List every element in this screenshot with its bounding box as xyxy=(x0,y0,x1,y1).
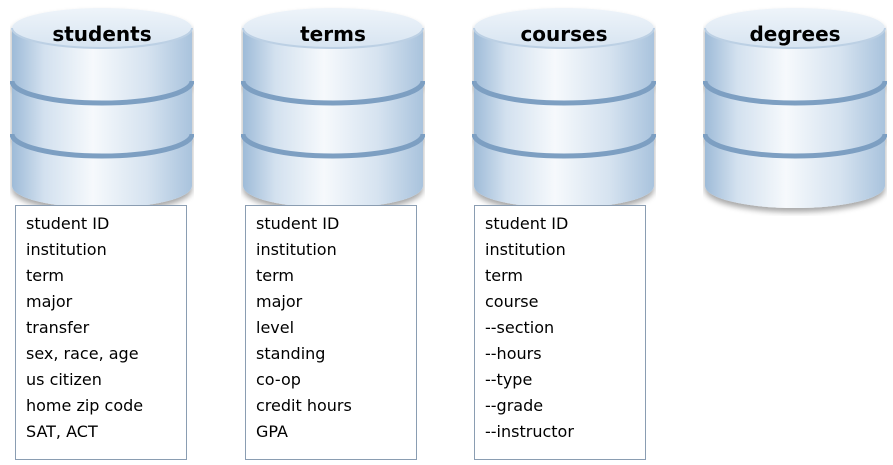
database-title: degrees xyxy=(749,22,841,46)
field-item: --grade xyxy=(485,396,544,415)
field-item: student ID xyxy=(26,214,110,233)
field-item: standing xyxy=(256,344,326,363)
field-item: credit hours xyxy=(256,396,352,415)
field-item: --section xyxy=(485,318,555,337)
fields-box-students: student ID institution term major transf… xyxy=(15,205,187,460)
field-item: --type xyxy=(485,370,533,389)
database-students: students xyxy=(10,6,194,216)
database-cylinder-icon xyxy=(10,8,194,208)
field-item: institution xyxy=(256,240,337,259)
field-item: sex, race, age xyxy=(26,344,139,363)
field-item: transfer xyxy=(26,318,90,337)
field-item: --instructor xyxy=(485,422,574,441)
field-item: course xyxy=(485,292,539,311)
database-title: courses xyxy=(520,22,608,46)
field-item: institution xyxy=(485,240,566,259)
database-title: terms xyxy=(300,22,366,46)
field-item: home zip code xyxy=(26,396,144,415)
field-item: SAT, ACT xyxy=(26,422,98,441)
database-degrees: degrees xyxy=(703,6,887,216)
field-item: --hours xyxy=(485,344,542,363)
field-item: major xyxy=(256,292,303,311)
database-courses: courses xyxy=(472,6,656,216)
field-item: student ID xyxy=(256,214,340,233)
field-item: institution xyxy=(26,240,107,259)
field-item: co-op xyxy=(256,370,301,389)
database-title: students xyxy=(52,22,152,46)
database-cylinder-icon xyxy=(703,8,887,208)
field-list: student ID institution term major level … xyxy=(256,211,416,445)
field-item: GPA xyxy=(256,422,288,441)
fields-box-terms: student ID institution term major level … xyxy=(245,205,417,460)
database-cylinder-icon xyxy=(472,8,656,208)
fields-box-courses: student ID institution term course --sec… xyxy=(474,205,646,460)
field-item: student ID xyxy=(485,214,569,233)
field-item: us citizen xyxy=(26,370,102,389)
database-cylinder-icon xyxy=(241,8,425,208)
field-list: student ID institution term major transf… xyxy=(26,211,186,445)
field-item: major xyxy=(26,292,73,311)
field-item: term xyxy=(256,266,294,285)
field-item: term xyxy=(485,266,523,285)
field-item: term xyxy=(26,266,64,285)
field-item: level xyxy=(256,318,295,337)
database-terms: terms xyxy=(241,6,425,216)
field-list: student ID institution term course --sec… xyxy=(485,211,645,445)
